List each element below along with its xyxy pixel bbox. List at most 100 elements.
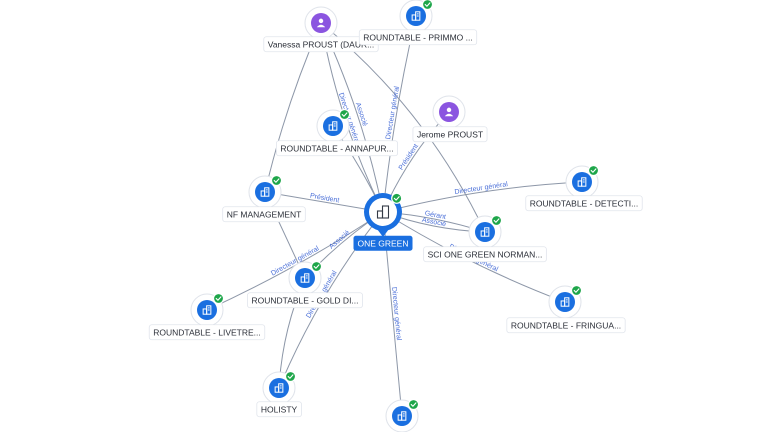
edge-center-detecti [382,179,583,213]
node-nf[interactable]: NF MANAGEMENT [222,174,306,223]
check-badge [391,192,403,204]
building-icon [560,297,570,307]
node-label-box-nf [222,206,306,223]
building-icon [411,11,421,21]
check-mark [215,296,222,301]
node-label-jerome: Jerome PROUST [417,129,483,139]
check-badge [310,260,323,273]
verified-check-icon [587,164,600,177]
node-sci[interactable]: SCI ONE GREEN NORMAN... [423,214,547,263]
node-fringua[interactable]: ROUNDTABLE - FRINGUA... [506,284,626,334]
node-label-box-annapur [275,140,399,157]
node-jerome[interactable]: Jerome PROUST [412,95,488,143]
check-badge [270,174,283,187]
node-center[interactable]: ONE GREEN [353,192,413,251]
node-holisty[interactable]: HOLISTY [256,370,302,418]
edge-label-center-bottom: Directeur général [390,287,402,342]
node-primmo[interactable]: ROUNDTABLE - PRIMMO ... [358,0,478,46]
check-badge [570,284,583,297]
verified-check-icon [570,284,583,297]
building-icon-right [484,227,490,237]
verified-check-icon [270,174,283,187]
edge-label-jerome-center: Président [398,143,420,172]
edge-label-center-nf: Président [309,193,339,205]
check-mark [573,288,580,293]
node-label-box-golddi [247,292,363,309]
verified-check-icon [490,214,503,227]
node-label-holisty: HOLISTY [261,404,298,414]
person-icon-body [316,24,326,28]
check-mark [410,402,417,407]
verified-check-icon [284,370,297,383]
node-label-box-fringua [506,317,626,334]
check-mark [393,196,400,201]
building-icon-right [304,273,310,283]
verified-check-icon [212,292,225,305]
node-label-golddi: ROUNDTABLE - GOLD DI... [251,295,358,305]
person-icon-body [444,113,454,117]
edge-label-center-detecti: Directeur général [454,181,509,196]
building-icon [328,121,338,131]
node-label-box-jerome [412,126,488,143]
building-icon-right [381,205,390,219]
verified-check-icon [391,192,403,204]
node-label-nf: NF MANAGEMENT [227,209,302,219]
person-icon [316,18,326,28]
node-label-detecti: ROUNDTABLE - DETECTI... [530,198,638,208]
node-label-box-holisty [256,401,302,418]
node-annapur[interactable]: ROUNDTABLE - ANNAPUR... [275,108,399,157]
node-label-fringua: ROUNDTABLE - FRINGUA... [511,320,621,330]
edge-label-vanessa-center: Associé [354,102,368,128]
check-mark [313,264,320,269]
node-bottom[interactable] [385,398,420,432]
person-icon-head [446,107,452,113]
node-label-box-center [353,235,413,251]
node-label-box-sci [423,246,547,263]
building-icon-right [564,297,570,307]
check-mark [287,374,294,379]
check-mark [341,112,348,117]
building-icon [376,205,390,219]
check-badge [407,398,420,411]
node-label-box-detecti [525,195,643,212]
person-icon [444,107,454,117]
check-badge [212,292,225,305]
building-icon-right [332,121,338,131]
edge-label-center-primmo: Directeur général [385,85,401,140]
node-label-center: ONE GREEN [357,238,408,248]
edge-label-center-sci: Gérant [424,210,446,221]
building-icon-right [581,177,587,187]
building-icon [260,187,270,197]
building-icon [577,177,587,187]
building-icon-right [401,411,407,421]
check-badge [587,164,600,177]
check-badge [421,0,434,11]
node-label-primmo: ROUNDTABLE - PRIMMO ... [363,32,472,42]
building-icon-right [415,11,421,21]
building-icon-right [278,383,284,393]
check-mark [493,218,500,223]
node-label-box-livetre [148,324,266,341]
verified-check-icon [338,108,351,121]
check-mark [590,168,597,173]
building-icon [274,383,284,393]
node-label-box-primmo [358,29,478,46]
building-icon [480,227,490,237]
node-vanessa[interactable]: Vanessa PROUST (DAUR... [263,6,379,53]
verified-check-icon [421,0,434,11]
building-icon [397,411,407,421]
node-detecti[interactable]: ROUNDTABLE - DETECTI... [525,164,643,212]
node-label-livetre: ROUNDTABLE - LIVETRE... [153,327,261,337]
building-icon [300,273,310,283]
node-label-vanessa: Vanessa PROUST (DAUR... [268,39,374,49]
node-golddi[interactable]: ROUNDTABLE - GOLD DI... [247,260,363,309]
edge-label-center-sci: Associé [421,217,447,229]
edge-label-center-golddi: Associé [328,229,351,250]
check-badge [338,108,351,121]
check-badge [490,214,503,227]
building-icon-right [206,305,212,315]
building-icon [202,305,212,315]
node-livetre[interactable]: ROUNDTABLE - LIVETRE... [148,292,266,341]
